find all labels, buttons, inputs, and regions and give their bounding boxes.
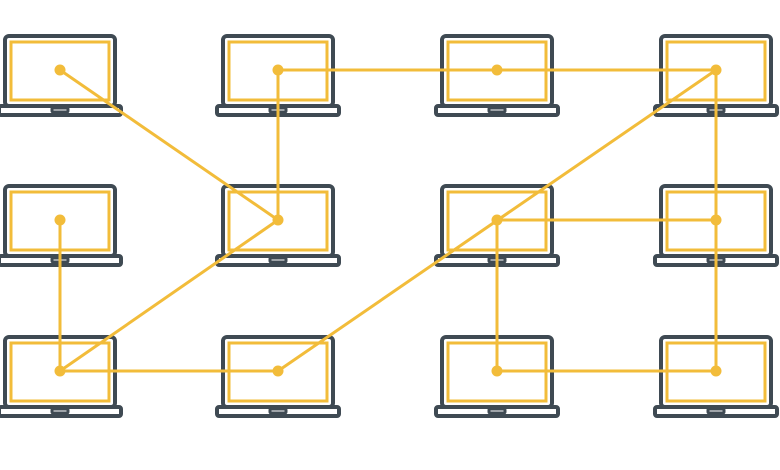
laptop-notch — [706, 407, 726, 415]
node-dot — [272, 64, 284, 76]
node-dot — [710, 64, 722, 76]
node-dot — [491, 64, 503, 76]
node-dots — [54, 64, 722, 377]
laptop-notch — [487, 407, 507, 415]
laptop-notch — [487, 106, 507, 114]
node-dot — [272, 214, 284, 226]
network-link — [58, 68, 280, 222]
laptop-icon — [0, 34, 123, 117]
network-link — [58, 218, 280, 373]
laptop-notch — [50, 106, 70, 114]
node-dot — [54, 365, 66, 377]
laptop-notch — [50, 407, 70, 415]
laptop-notch — [268, 256, 288, 264]
node-dot — [710, 365, 722, 377]
node-dot — [710, 214, 722, 226]
laptop-notch — [268, 407, 288, 415]
node-dot — [491, 214, 503, 226]
node-dot — [491, 365, 503, 377]
laptop-nodes — [0, 34, 779, 418]
node-dot — [54, 64, 66, 76]
node-dot — [54, 214, 66, 226]
network-links — [58, 68, 718, 373]
node-dot — [272, 365, 284, 377]
